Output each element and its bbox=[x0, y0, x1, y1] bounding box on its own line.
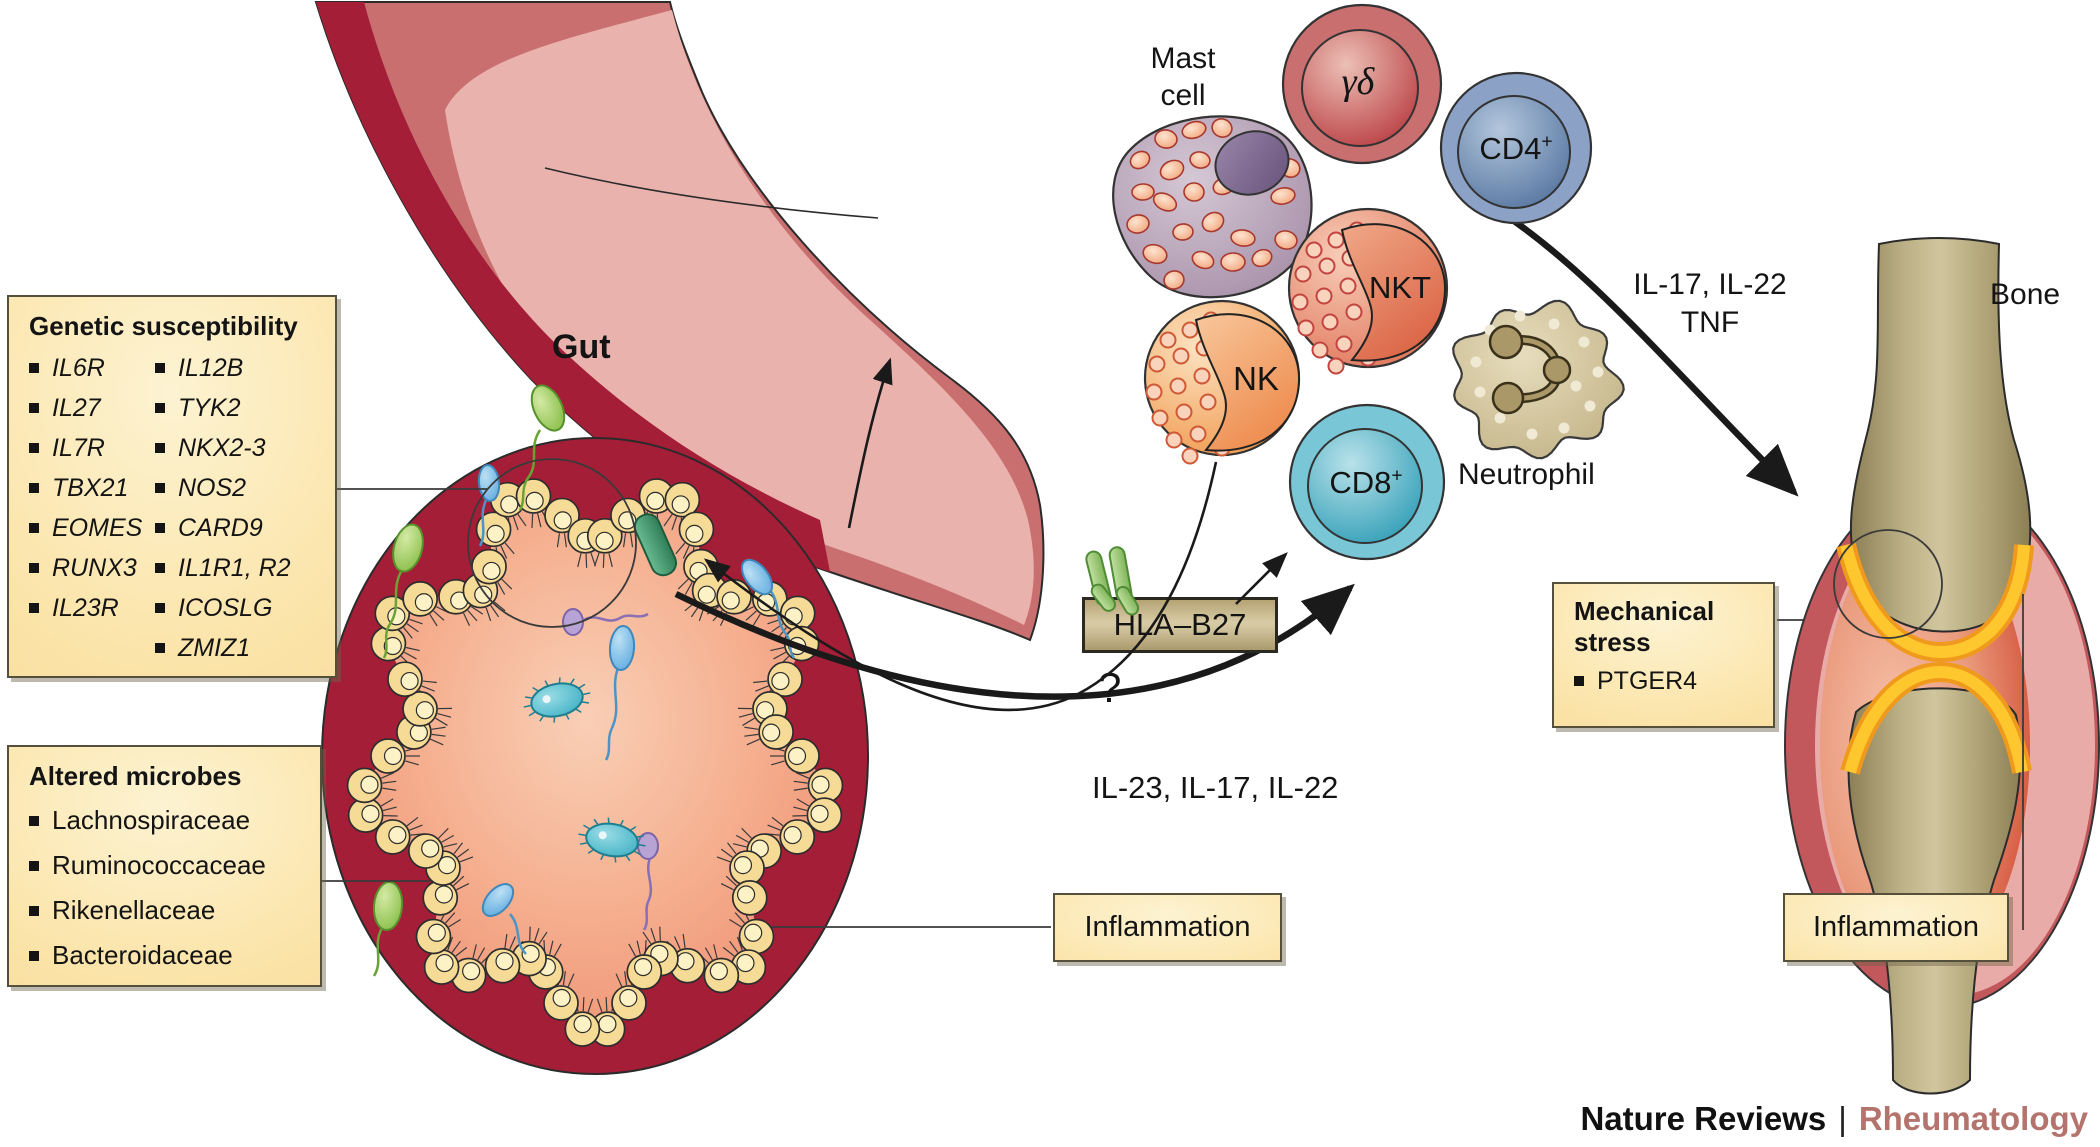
nkt-cell-icon bbox=[1287, 207, 1449, 375]
gene-item: IL7R bbox=[29, 428, 155, 468]
cytokines-to-joint-label: IL-17, IL-22 TNF bbox=[1633, 268, 1787, 339]
mechanical-stress-box: Mechanical stress PTGER4 bbox=[1552, 582, 1775, 728]
gamma-delta-cell-icon bbox=[1281, 3, 1443, 165]
inflammation-gut-box: Inflammation bbox=[1053, 893, 1282, 962]
neutrophil-icon bbox=[1452, 299, 1625, 460]
bone-label: Bone bbox=[1990, 278, 2061, 311]
footer-separator: | bbox=[1838, 1100, 1847, 1137]
microbe-item: Lachnospiraceae bbox=[29, 798, 320, 843]
gene-item: IL23R bbox=[29, 588, 155, 628]
bullet-icon bbox=[155, 483, 165, 493]
cd4-label: CD4+ bbox=[1479, 131, 1553, 166]
mast-cell-icon bbox=[1112, 115, 1313, 299]
genetic-box-title: Genetic susceptibility bbox=[29, 311, 298, 341]
bacterium-green-icon bbox=[382, 523, 424, 659]
immune-cells bbox=[1112, 3, 1625, 561]
bullet-icon bbox=[155, 563, 165, 573]
bullet-icon bbox=[29, 563, 39, 573]
microbes-box-title: Altered microbes bbox=[29, 761, 242, 791]
footer-journal: Rheumatology bbox=[1858, 1100, 2088, 1137]
bullet-icon bbox=[29, 950, 39, 961]
gamma-delta-label: γδ bbox=[1341, 61, 1375, 103]
gene-item: EOMES bbox=[29, 508, 155, 548]
hla-b27-label: HLA–B27 bbox=[1113, 607, 1247, 642]
nkt-label: NKT bbox=[1369, 270, 1431, 305]
gene-item: NOS2 bbox=[155, 468, 291, 508]
bullet-icon bbox=[29, 815, 39, 826]
gene-item: TBX21 bbox=[29, 468, 155, 508]
gene-item: ZMIZ1 bbox=[155, 628, 291, 668]
gene-item: NKX2-3 bbox=[155, 428, 291, 468]
microbe-item: Bacteroidaceae bbox=[29, 933, 320, 978]
bullet-icon bbox=[155, 363, 165, 373]
gene-item: RUNX3 bbox=[29, 548, 155, 588]
cd8-label: CD8+ bbox=[1329, 465, 1403, 500]
gene-item: TYK2 bbox=[155, 388, 291, 428]
bullet-icon bbox=[155, 643, 165, 653]
gene-item: CARD9 bbox=[155, 508, 291, 548]
altered-microbes-box: Altered microbes Lachnospiraceae Ruminoc… bbox=[7, 745, 322, 987]
journal-footer: Nature Reviews | Rheumatology bbox=[1580, 1100, 2088, 1138]
joint-annotation-circle bbox=[1833, 529, 1943, 639]
genetic-susceptibility-box: Genetic susceptibility IL6R IL27 IL7R TB… bbox=[7, 295, 337, 678]
bullet-icon bbox=[29, 363, 39, 373]
cd8-cell-icon bbox=[1288, 403, 1446, 561]
bullet-icon bbox=[29, 860, 39, 871]
ciliated-microbe-icons bbox=[523, 677, 646, 863]
bone-bottom-icon bbox=[1847, 687, 2022, 1095]
neutrophil-label: Neutrophil bbox=[1458, 458, 1595, 491]
gene-item: ICOSLG bbox=[155, 588, 291, 628]
bullet-icon bbox=[29, 403, 39, 413]
bullet-icon bbox=[29, 443, 39, 453]
cd4-cell-icon bbox=[1439, 71, 1593, 225]
bullet-icon bbox=[155, 443, 165, 453]
bullet-icon bbox=[29, 905, 39, 916]
cartilage-top-icon bbox=[1840, 543, 2030, 659]
inflammation-gut-label: Inflammation bbox=[1084, 911, 1251, 943]
gene-item: IL12B bbox=[155, 348, 291, 388]
bullet-icon bbox=[155, 523, 165, 533]
gene-item: IL6R bbox=[29, 348, 155, 388]
gut-annotation-circle bbox=[467, 458, 637, 628]
bullet-icon bbox=[1574, 676, 1584, 686]
gut-label: Gut bbox=[552, 328, 611, 366]
nk-cell-icon bbox=[1143, 299, 1301, 465]
gut-fold-line bbox=[544, 167, 879, 219]
bullet-icon bbox=[29, 603, 39, 613]
bacterium-green-icon bbox=[518, 384, 566, 511]
microbe-item: Ruminococcaceae bbox=[29, 843, 320, 888]
joint-illustration bbox=[1784, 237, 2100, 1095]
gut-icon bbox=[314, 1, 1045, 1075]
question-mark-label: ? bbox=[1098, 664, 1122, 711]
bullet-icon bbox=[155, 603, 165, 613]
gene-item: IL27 bbox=[29, 388, 155, 428]
bacterium-rod-icon bbox=[633, 513, 678, 577]
bacterium-green-icon bbox=[372, 881, 404, 977]
mechanical-box-title: Mechanical stress bbox=[1574, 596, 1715, 657]
cartilage-bottom-icon bbox=[1844, 665, 2028, 774]
bacterium-blue-icon bbox=[481, 883, 527, 955]
mechanical-item: PTGER4 bbox=[1574, 662, 1773, 700]
inflammation-joint-box: Inflammation bbox=[1783, 893, 2009, 962]
bacterium-blue-icon bbox=[477, 464, 501, 547]
nk-label: NK bbox=[1233, 360, 1279, 397]
bullet-icon bbox=[29, 483, 39, 493]
bullet-icon bbox=[29, 523, 39, 533]
bullet-icon bbox=[155, 403, 165, 413]
footer-brand: Nature Reviews bbox=[1580, 1100, 1827, 1137]
gene-item: IL1R1, R2 bbox=[155, 548, 291, 588]
arrow-cells-to-joint bbox=[1475, 194, 1799, 497]
hla-b27-box: HLA–B27 bbox=[1082, 597, 1278, 653]
mast-cell-label: Mast cell bbox=[1150, 42, 1216, 112]
microbe-item: Rikenellaceae bbox=[29, 888, 320, 933]
bacterium-blue-icon bbox=[604, 625, 636, 761]
cytokines-gut-to-cells-label: IL-23, IL-17, IL-22 bbox=[1092, 770, 1339, 805]
inflammation-joint-label: Inflammation bbox=[1812, 911, 1979, 943]
